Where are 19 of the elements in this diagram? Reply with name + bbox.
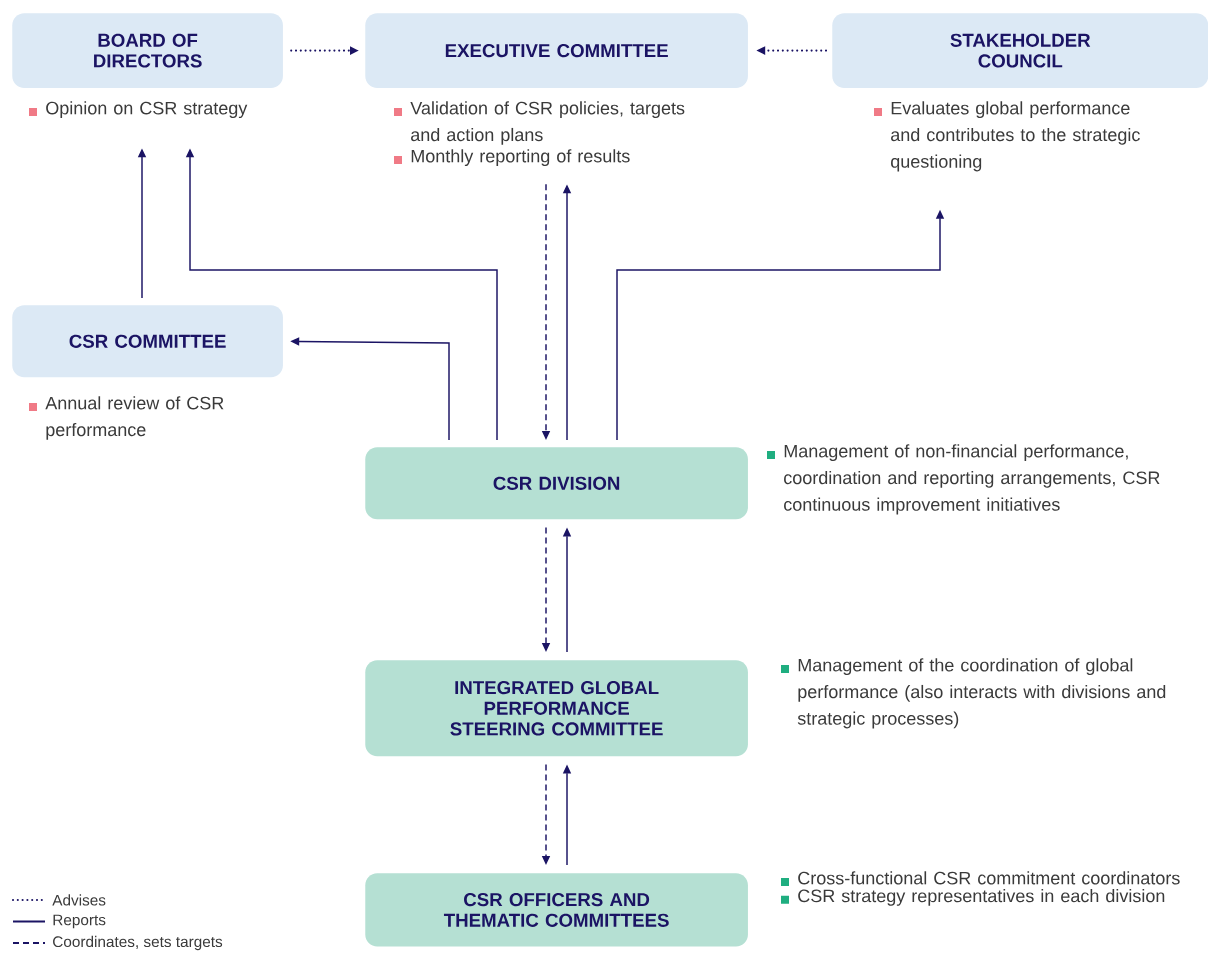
bullet-text: Management of the coordination of global performance (also interacts with divisions and strategic processes) bbox=[797, 658, 1166, 729]
committee-box: CSR DIVISION bbox=[365, 447, 748, 520]
committee-box: STAKEHOLDER COUNCIL bbox=[832, 13, 1208, 88]
legend-item: Reports bbox=[12, 914, 106, 929]
bullet-text: Validation of CSR policies, targets and action plans bbox=[410, 101, 685, 145]
committee-box: CSR COMMITTEE bbox=[12, 305, 283, 378]
committee-box: BOARD OF DIRECTORS bbox=[12, 13, 283, 88]
bullet-text: Cross-functional CSR commitment coordinators bbox=[798, 871, 1180, 885]
bullet-text: Annual review of CSR performance bbox=[45, 396, 224, 440]
legend-item: Coordinates, sets targets bbox=[12, 935, 223, 951]
committee-box: INTEGRATED GLOBAL PERFORMANCE STEERING COMMITTEE bbox=[365, 660, 748, 757]
committee-box: EXECUTIVE COMMITTEE bbox=[365, 13, 748, 88]
bullet-text: Opinion on CSR strategy bbox=[46, 101, 248, 119]
bullet-text: Management of non-financial performance, coordination and reporting arrangements, CSR continuous improvement initiatives bbox=[784, 444, 1160, 515]
bullet-text: Monthly reporting of results bbox=[411, 149, 630, 167]
bullet-text: CSR strategy representatives in each division bbox=[798, 889, 1165, 906]
bullet-text: Evaluates global performance and contributes to the strategic questioning bbox=[891, 101, 1140, 172]
committee-box: CSR OFFICERS AND THEMATIC COMMITTEES bbox=[365, 873, 748, 947]
legend-item: Advises bbox=[11, 894, 106, 906]
